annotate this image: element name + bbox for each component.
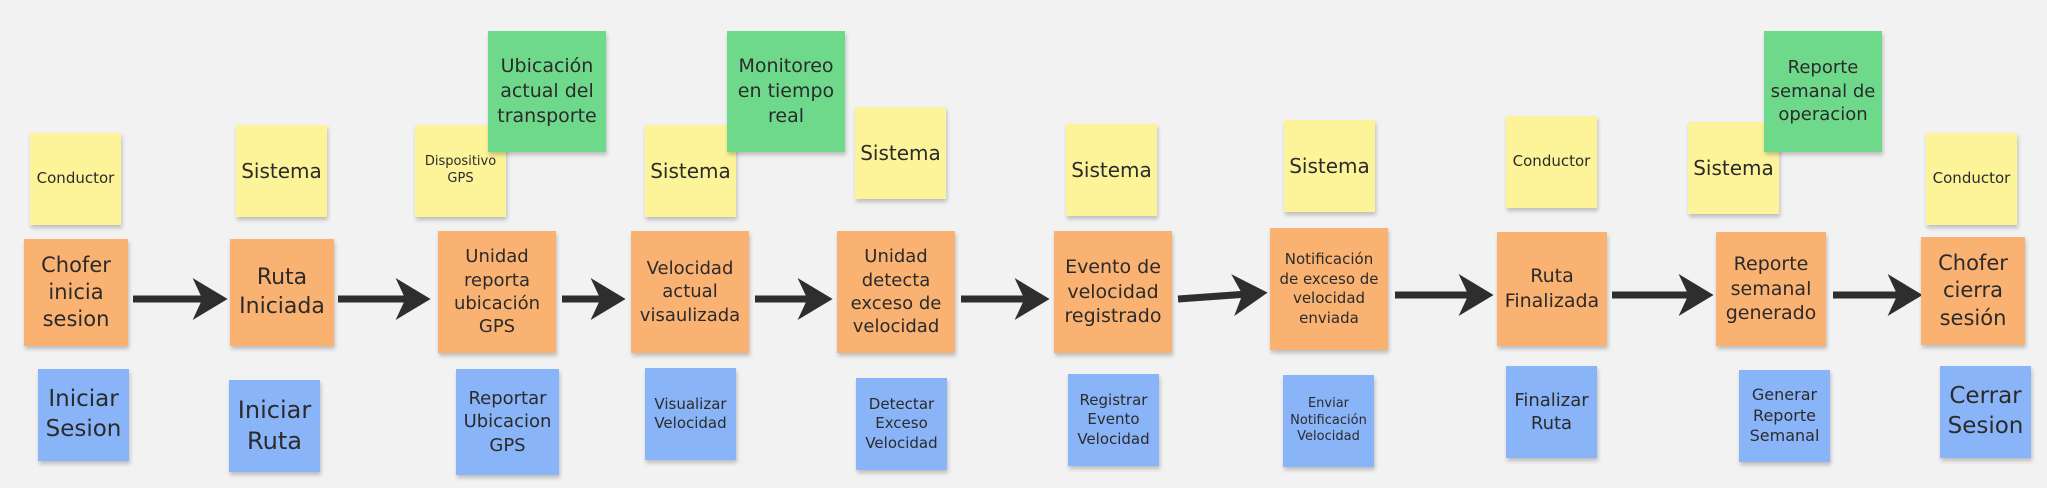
command-label: Visualizar Velocidad [654,394,727,433]
event-label: Unidad detecta exceso de velocidad [850,246,942,338]
event-note: Chofer inicia sesion [24,239,128,346]
flow-arrow [1177,274,1268,317]
event-label: Notificación de exceso de velocidad envi… [1279,250,1379,327]
command-note: Enviar Notificación Velocidad [1283,375,1374,467]
read-model-label: Ubicación actual del transporte [497,55,597,127]
actor-note: Sistema [236,125,327,217]
command-label: Reportar Ubicacion GPS [463,387,552,456]
actor-label: Sistema [241,159,322,183]
read-model-note: Reporte semanal de operacion [1764,31,1882,152]
actor-label: Conductor [36,169,115,188]
event-note: Chofer cierra sesión [1921,237,2025,345]
event-label: Unidad reporta ubicación GPS [453,246,541,338]
actor-label: Sistema [860,141,941,165]
actor-note: Sistema [1688,122,1779,214]
command-label: Enviar Notificación Velocidad [1290,395,1367,445]
command-note: Generar Reporte Semanal [1739,370,1830,462]
event-note: Unidad reporta ubicación GPS [438,231,556,353]
command-label: Detectar Exceso Velocidad [865,394,938,452]
read-model-note: Monitoreo en tiempo real [727,31,845,152]
command-note: Registrar Evento Velocidad [1068,374,1159,466]
event-note: Evento de velocidad registrado [1054,231,1172,353]
event-label: Reporte semanal generado [1725,252,1817,325]
event-note: Ruta Iniciada [230,239,334,346]
command-label: Registrar Evento Velocidad [1077,390,1150,448]
command-label: Finalizar Ruta [1514,389,1589,434]
event-label: Velocidad actual visaulizada [639,257,741,326]
command-label: Generar Reporte Semanal [1749,384,1820,446]
actor-label: Conductor [1932,169,2011,188]
command-note: Visualizar Velocidad [645,368,736,460]
event-label: Evento de velocidad registrado [1064,255,1162,328]
actor-note: Sistema [1284,120,1375,212]
command-label: Cerrar Sesion [1947,383,2024,439]
command-note: Finalizar Ruta [1506,366,1597,458]
actor-note: Sistema [1066,124,1157,216]
actor-label: Sistema [1693,156,1774,180]
event-label: Ruta Finalizada [1504,265,1600,312]
actor-note: Conductor [1926,133,2017,225]
actor-note: Conductor [30,133,121,225]
actor-label: Dispositivo GPS [424,154,497,186]
command-note: Detectar Exceso Velocidad [856,378,947,470]
actor-note: Sistema [855,107,946,199]
event-note: Reporte semanal generado [1716,232,1826,346]
event-note: Unidad detecta exceso de velocidad [837,231,955,353]
event-label: Chofer inicia sesion [41,252,111,332]
actor-label: Sistema [1289,154,1370,178]
command-note: Iniciar Ruta [229,380,320,472]
actor-note: Conductor [1506,116,1597,208]
event-note: Velocidad actual visaulizada [631,231,749,353]
read-model-note: Ubicación actual del transporte [488,31,606,152]
command-label: Iniciar Sesion [45,386,122,442]
command-note: Cerrar Sesion [1940,366,2031,458]
command-label: Iniciar Ruta [237,395,312,455]
read-model-label: Monitoreo en tiempo real [737,55,835,127]
event-label: Ruta Iniciada [239,264,325,319]
actor-note: Sistema [645,125,736,217]
actor-label: Sistema [650,159,731,183]
actor-label: Conductor [1512,152,1591,171]
event-note: Ruta Finalizada [1497,232,1607,346]
command-note: Reportar Ubicacion GPS [456,369,559,475]
command-note: Iniciar Sesion [38,369,129,461]
event-note: Notificación de exceso de velocidad envi… [1270,228,1388,350]
event-label: Chofer cierra sesión [1938,251,2008,330]
actor-label: Sistema [1071,158,1152,182]
read-model-label: Reporte semanal de operacion [1770,57,1876,126]
